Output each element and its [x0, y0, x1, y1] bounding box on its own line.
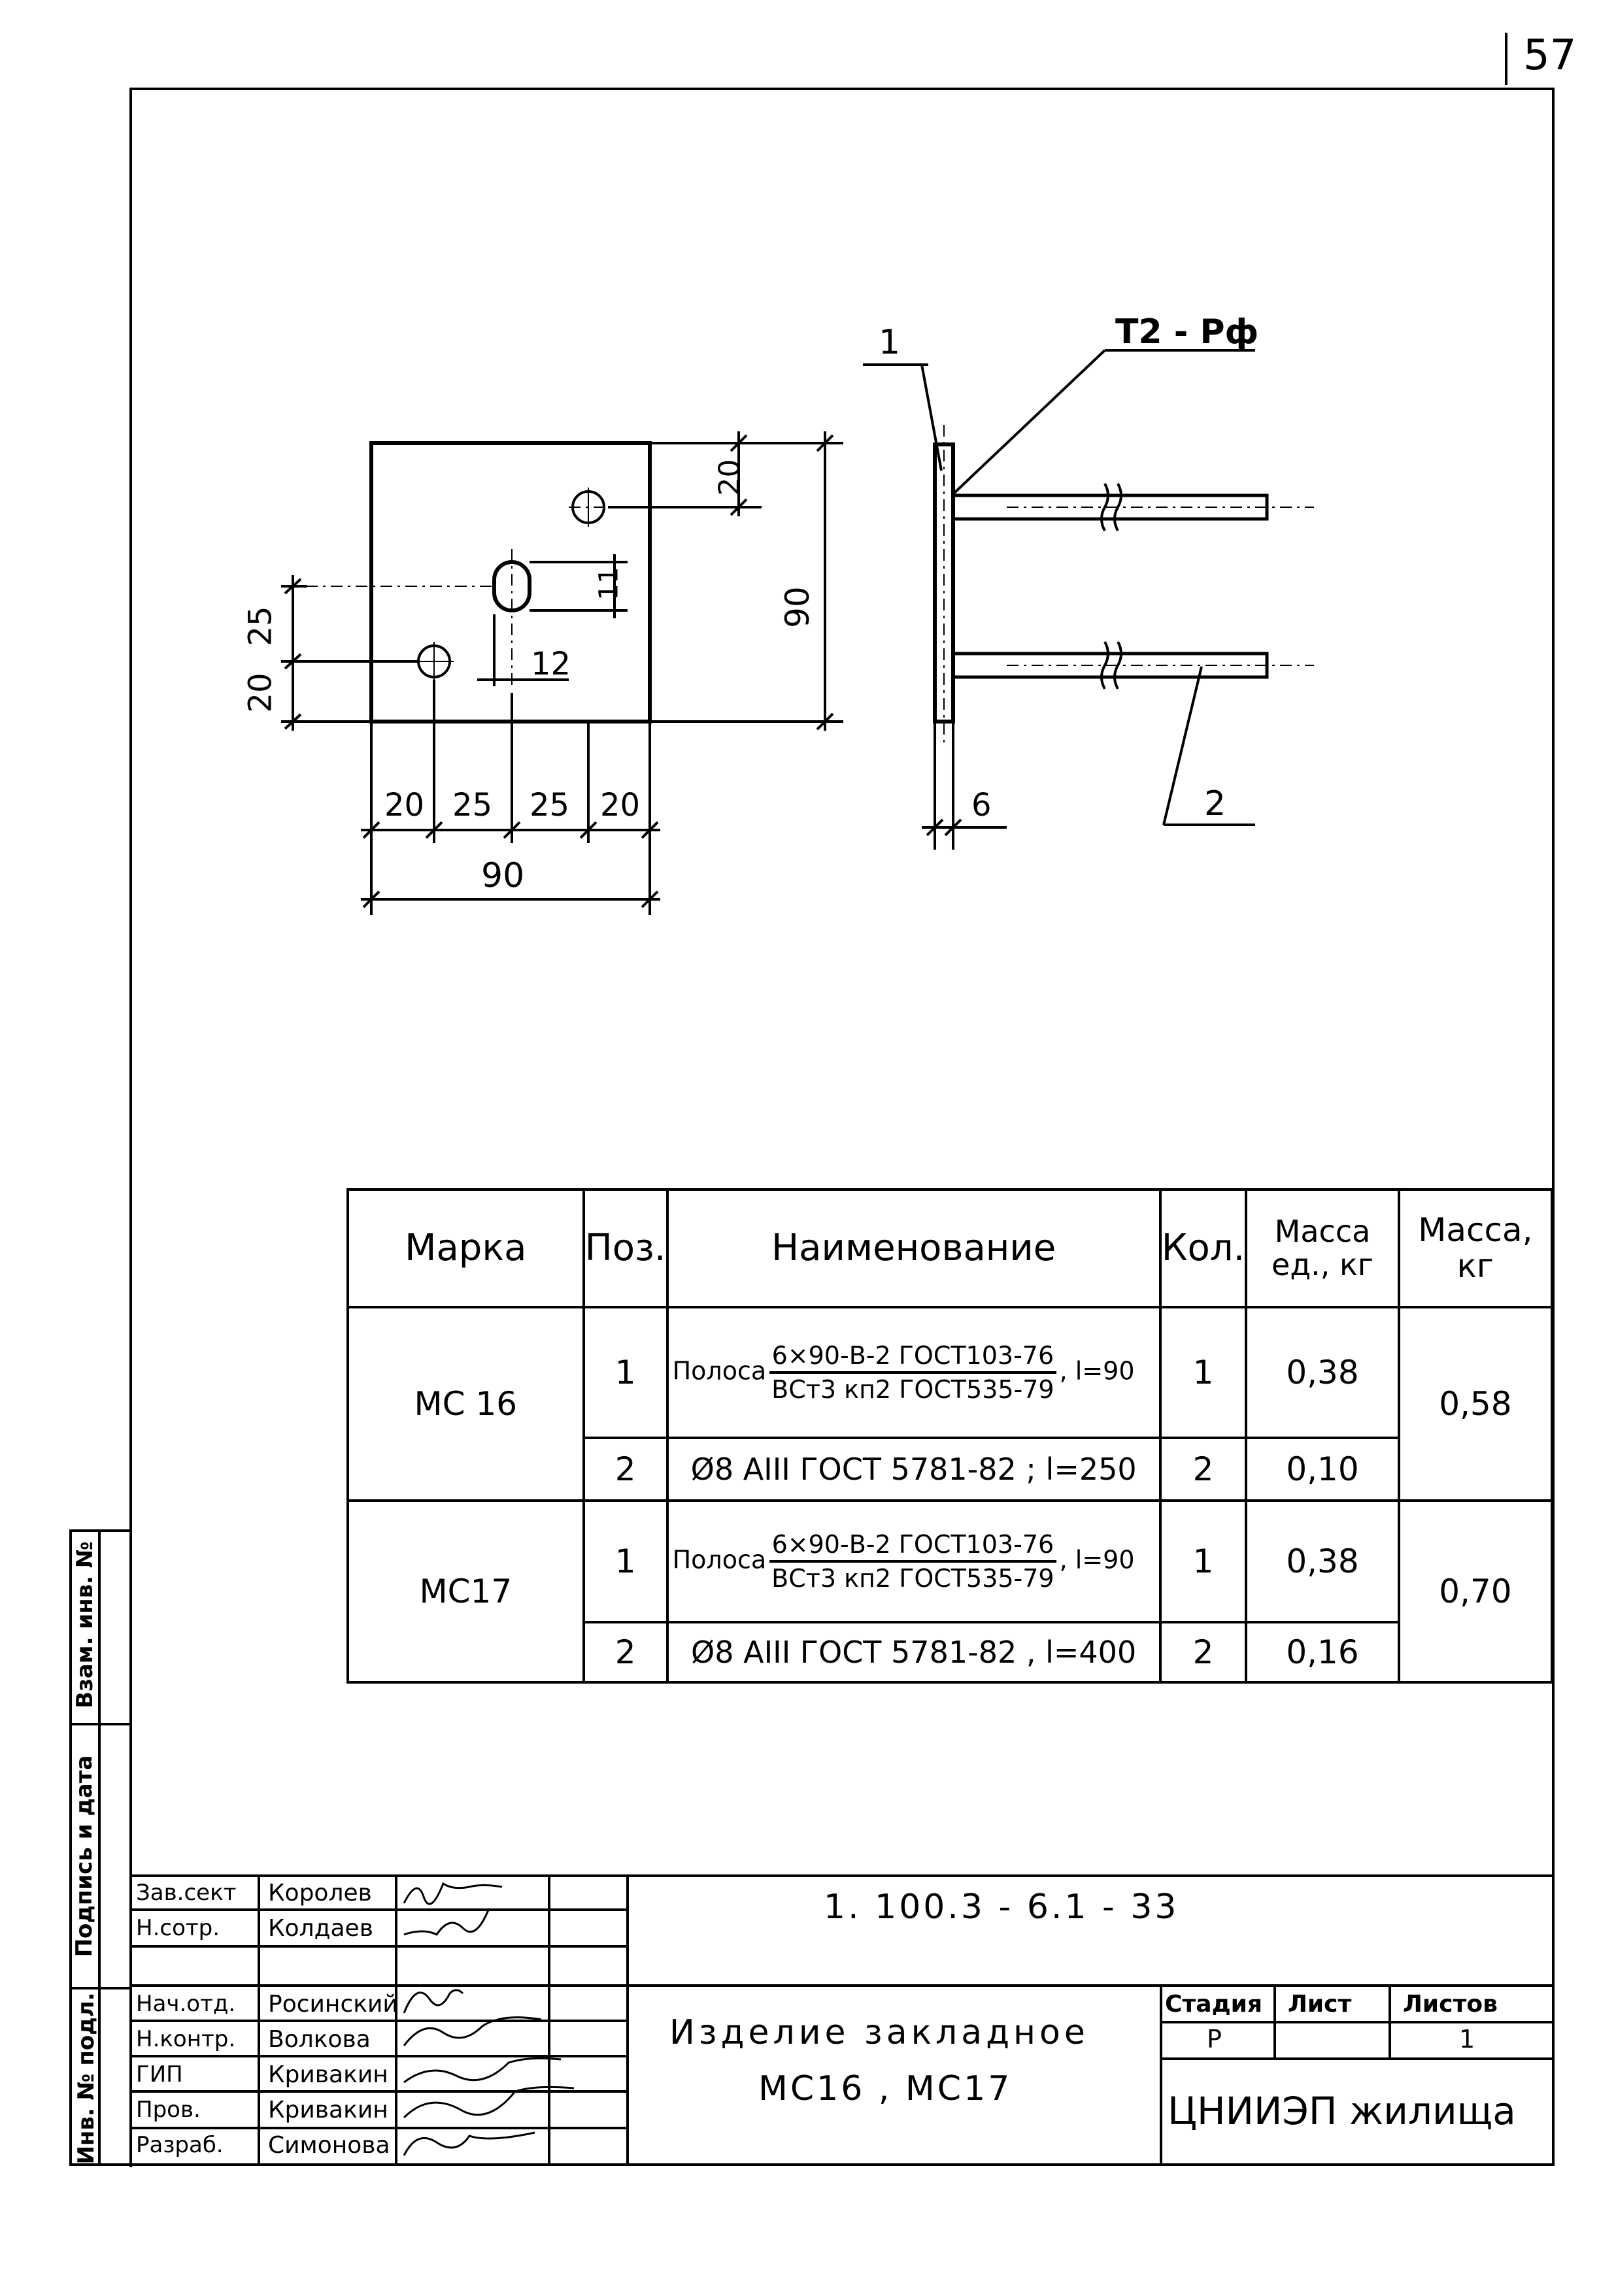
- signer-name-nach-otd: Росинский: [268, 1991, 398, 2018]
- organization-name: ЦНИИЭП жилища: [1168, 2089, 1516, 2133]
- specification-table: Марка Поз. Наименование Кол. Масса ед., …: [346, 1188, 1554, 1684]
- label-weld: Т2 - Рф: [1115, 312, 1259, 352]
- table-row: 2 Ø8 АIII ГОСТ 5781-82 , l=400 2 0,16: [348, 1621, 1552, 1684]
- signature-rosinsky: [403, 1989, 464, 2014]
- polosa-prefix: Полоса: [672, 1545, 767, 1574]
- signer-name-gip: Кривакин: [268, 2061, 388, 2088]
- signer-name-prov: Кривакин: [268, 2097, 388, 2123]
- fraction-numerator: 6×90-В-2 ГОСТ103-76: [769, 1530, 1057, 1563]
- cell-unit-mass: 0,38: [1245, 1306, 1400, 1439]
- dim-bottom-25a: 25: [452, 787, 493, 824]
- signature-krivakin-2: [403, 2086, 575, 2119]
- signature-krivakin-1: [403, 2057, 562, 2084]
- cell-name: Ø8 АIII ГОСТ 5781-82 , l=400: [665, 1621, 1162, 1684]
- table-header-row: Марка Поз. Наименование Кол. Масса ед., …: [346, 1188, 1554, 1308]
- dim-bottom-90: 90: [481, 856, 525, 895]
- document-title-line2: МС16 , МС17: [758, 2069, 1013, 2108]
- signer-role-zav-sekt: Зав.сект: [136, 1880, 237, 1906]
- polosa-prefix: Полоса: [672, 1356, 767, 1386]
- header-unit-mass: Масса ед., кг: [1245, 1188, 1400, 1308]
- frame-bottom-edge: [129, 2163, 1555, 2166]
- signer-role-prov: Пров.: [136, 2097, 201, 2123]
- dim-bottom-25b: 25: [530, 787, 570, 824]
- label-pos-1: 1: [879, 323, 901, 362]
- header-pos: Поз.: [582, 1188, 669, 1308]
- signer-role-n-kontr: Н.контр.: [136, 2026, 236, 2052]
- document-code: 1. 100.3 - 6.1 - 33: [824, 1888, 1179, 1927]
- frame-right-edge: [1552, 88, 1555, 2166]
- cell-mark: МС 16: [346, 1306, 585, 1502]
- sheets-label: Листов: [1403, 1991, 1498, 2018]
- page-number: 57: [1523, 31, 1577, 80]
- signer-name-razrab: Симонова: [268, 2132, 390, 2159]
- cell-qty: 2: [1158, 1437, 1248, 1502]
- signature-volkova: [403, 2016, 542, 2046]
- cell-unit-mass: 0,38: [1245, 1499, 1400, 1623]
- label-pos-2: 2: [1204, 784, 1226, 824]
- fraction-denominator: ВСт3 кп2 ГОСТ535-79: [771, 1375, 1054, 1404]
- cell-mark: МС17: [346, 1499, 585, 1684]
- side-strip-divider-1: [69, 1723, 129, 1725]
- signer-role-nach-otd: Нач.отд.: [136, 1991, 236, 2017]
- sheet-label: Лист: [1288, 1991, 1352, 2018]
- signature-koldaev: [403, 1908, 490, 1936]
- title-block: [129, 1874, 1555, 2166]
- side-strip-inner: [69, 1529, 101, 2166]
- stage-label: Стадия: [1165, 1991, 1262, 2018]
- header-qty: Кол.: [1158, 1188, 1248, 1308]
- fraction-numerator: 6×90-В-2 ГОСТ103-76: [769, 1341, 1057, 1374]
- cell-unit-mass: 0,10: [1245, 1437, 1400, 1502]
- cell-unit-mass: 0,16: [1245, 1621, 1400, 1684]
- document-title-line1: Изделие закладное: [669, 2013, 1089, 2052]
- signer-role-n-sotr: Н.сотр.: [136, 1915, 220, 1941]
- cell-name: Ø8 АIII ГОСТ 5781-82 ; l=250: [665, 1437, 1162, 1502]
- cell-pos: 2: [582, 1621, 669, 1684]
- technical-drawing: [281, 349, 1314, 915]
- fraction-denominator: ВСт3 кп2 ГОСТ535-79: [771, 1564, 1054, 1593]
- cell-qty: 1: [1158, 1306, 1248, 1439]
- page-number-divider: [1505, 33, 1507, 85]
- signer-role-gip: ГИП: [136, 2061, 183, 2088]
- table-row: 2 Ø8 АIII ГОСТ 5781-82 ; l=250 2 0,10: [348, 1437, 1552, 1502]
- sheets-value: 1: [1459, 2025, 1475, 2054]
- polosa-suffix: , l=90: [1059, 1356, 1135, 1386]
- cell-mass: 0,70: [1397, 1499, 1554, 1684]
- cell-qty: 2: [1158, 1621, 1248, 1684]
- signature-korolev: [403, 1882, 503, 1905]
- cell-mass: 0,58: [1397, 1306, 1554, 1502]
- signer-name-n-sotr: Колдаев: [268, 1915, 373, 1942]
- signer-name-n-kontr: Волкова: [268, 2026, 371, 2053]
- dim-bottom-20a: 20: [384, 787, 425, 824]
- header-mark: Марка: [346, 1188, 585, 1308]
- header-name: Наименование: [665, 1188, 1162, 1308]
- signer-name-zav-sekt: Королев: [268, 1880, 372, 1906]
- cell-qty: 1: [1158, 1499, 1248, 1623]
- cell-pos: 1: [582, 1306, 669, 1439]
- stage-value: Р: [1207, 2025, 1222, 2054]
- dim-slot-offset: 12: [531, 646, 571, 682]
- cell-pos: 2: [582, 1437, 669, 1502]
- dim-bottom-20b: 20: [600, 787, 641, 824]
- side-strip-divider-2: [69, 1987, 129, 1989]
- signature-simonova: [403, 2131, 535, 2156]
- header-mass: Масса, кг: [1397, 1188, 1554, 1308]
- dim-thickness: 6: [971, 787, 992, 824]
- cell-pos: 1: [582, 1499, 669, 1623]
- signer-role-razrab: Разраб.: [136, 2132, 224, 2158]
- drawing-frame: [129, 88, 1555, 2167]
- polosa-suffix: , l=90: [1059, 1545, 1135, 1574]
